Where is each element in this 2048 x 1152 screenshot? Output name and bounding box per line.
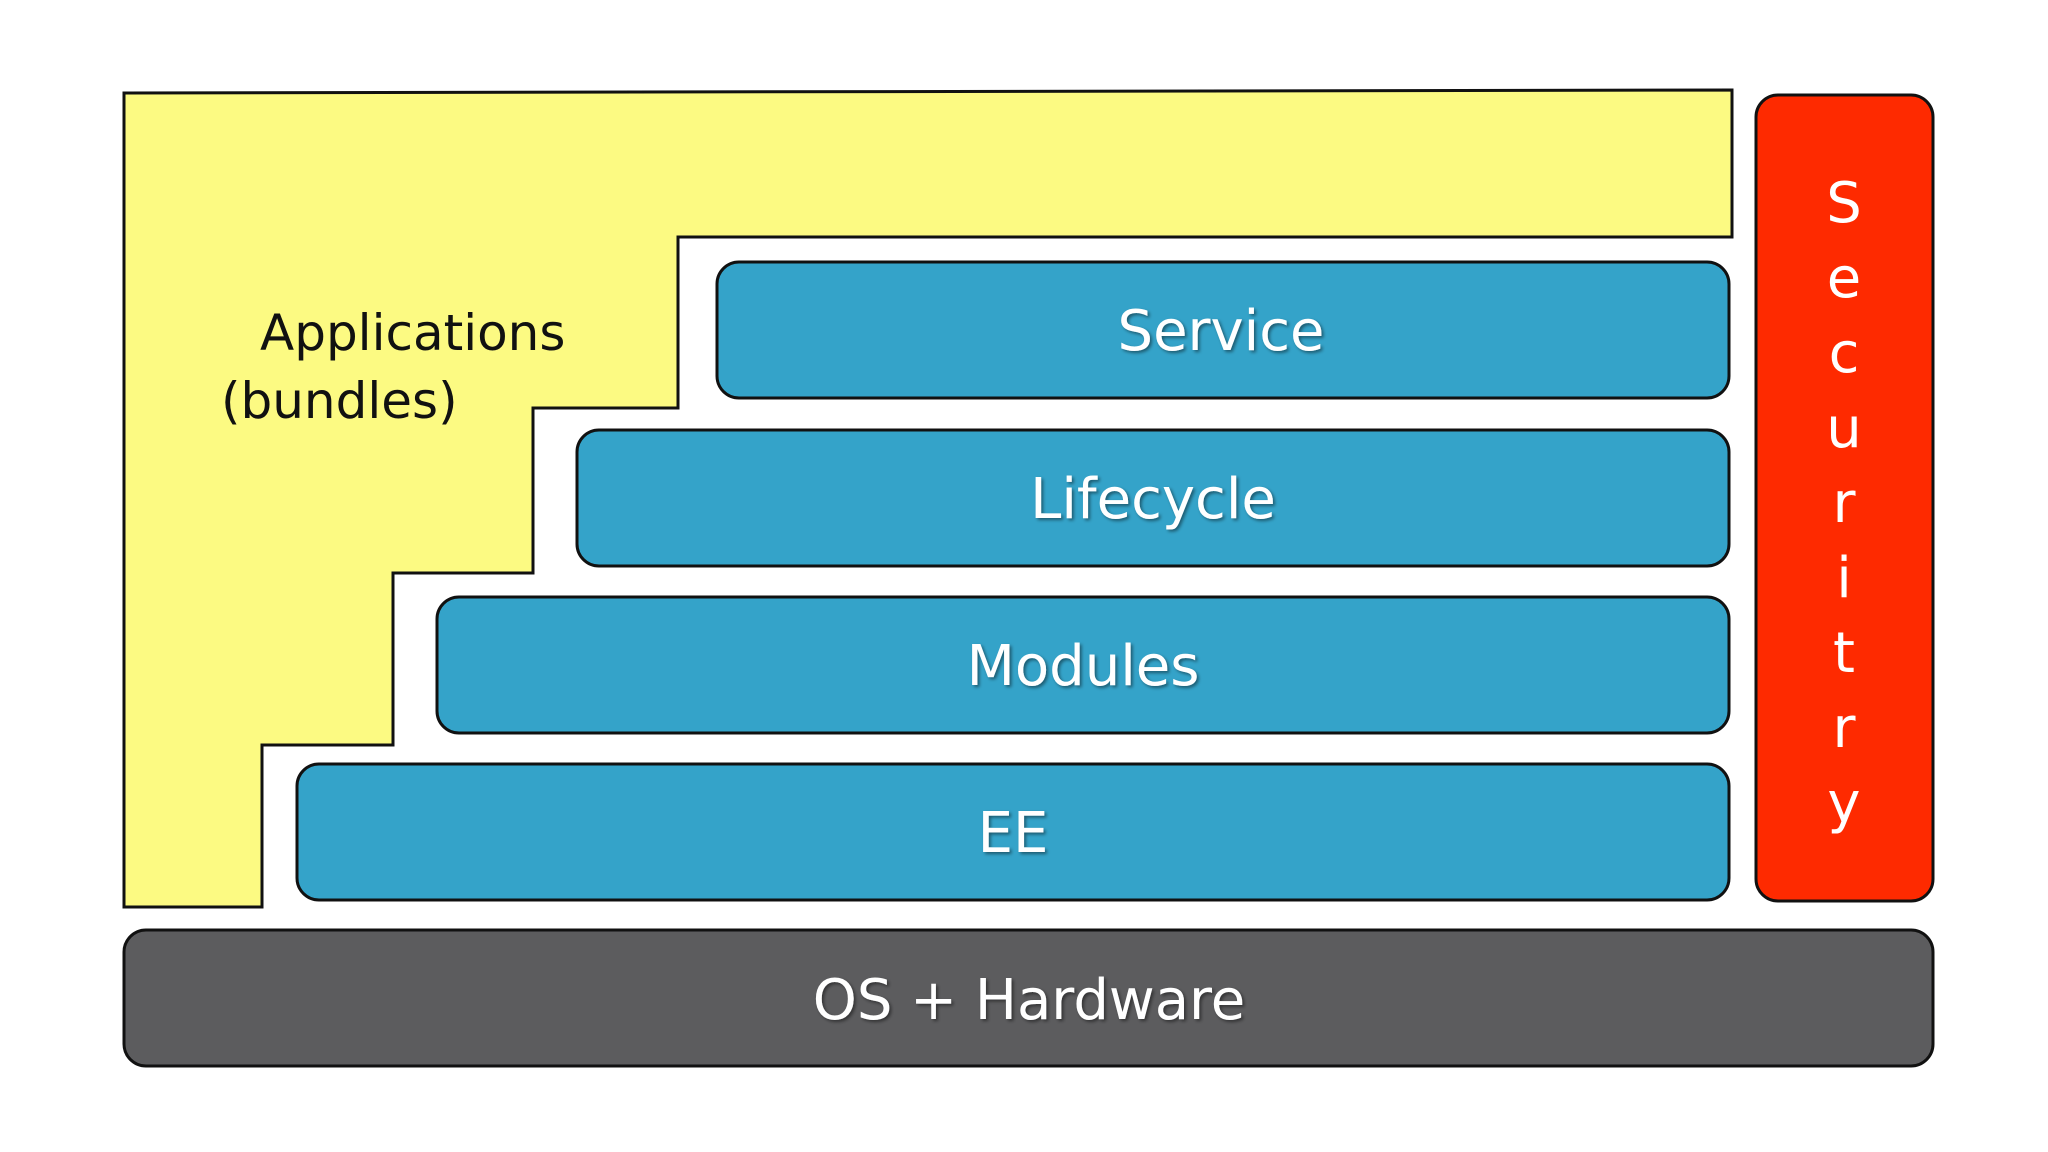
modules-layer: Modules (435, 595, 1731, 735)
ee-layer-box (295, 762, 1731, 902)
lifecycle-layer-box (575, 428, 1731, 568)
applications-label-line1: Applications (260, 304, 565, 362)
security-letter: u (1826, 396, 1862, 461)
security-letter: i (1836, 546, 1852, 611)
os-hardware-layer: OS + Hardware (122, 928, 1935, 1068)
applications-shape (122, 88, 1734, 909)
service-layer-box (715, 260, 1731, 400)
security-letter: c (1829, 321, 1860, 386)
ee-layer-label: EE (978, 801, 1049, 866)
applications-label-line2: (bundles) (221, 372, 458, 430)
security-letter: t (1833, 621, 1855, 686)
service-layer: Service (715, 260, 1731, 400)
os-hardware-label: OS + Hardware (813, 968, 1246, 1033)
security-letter: y (1827, 771, 1860, 836)
security-letter: r (1832, 696, 1856, 761)
security-letter: e (1827, 246, 1861, 311)
os-hardware-box (122, 928, 1935, 1068)
modules-layer-box (435, 595, 1731, 735)
security-letter: S (1826, 171, 1862, 236)
modules-layer-label: Modules (967, 634, 1200, 699)
security-bar: S e c u r i t r y (1754, 93, 1935, 903)
security-label: S e c u r i t r y (1826, 171, 1862, 836)
lifecycle-layer-label: Lifecycle (1030, 467, 1276, 532)
security-bar-box (1754, 93, 1935, 903)
lifecycle-layer: Lifecycle (575, 428, 1731, 568)
applications-region: Applications (bundles) (122, 88, 1734, 909)
security-letter: r (1832, 471, 1856, 536)
service-layer-label: Service (1118, 299, 1325, 364)
ee-layer: EE (295, 762, 1731, 902)
